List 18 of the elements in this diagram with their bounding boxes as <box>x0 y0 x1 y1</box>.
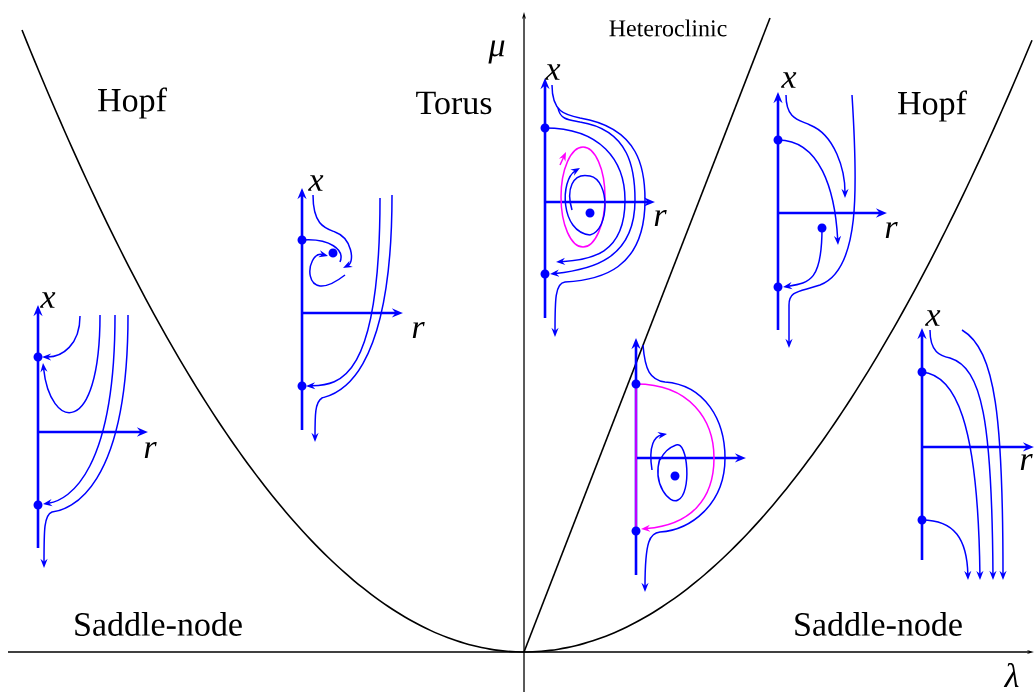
axis-label: r <box>885 222 898 238</box>
region-label: Saddle-node <box>795 612 962 636</box>
region-label: Torus <box>416 91 492 115</box>
axis-label: λ <box>1003 663 1019 687</box>
axis-label: x <box>925 310 941 326</box>
axis-label: r <box>412 322 425 338</box>
axis-label: x <box>40 292 56 308</box>
region-label: Hopf <box>898 90 967 122</box>
axis-label: x <box>308 175 324 191</box>
curve-label: Heteroclinic <box>609 19 727 37</box>
axis-label: r <box>144 442 157 458</box>
region-label: Saddle-node <box>75 612 242 636</box>
axis-label: x <box>545 64 561 80</box>
axis-label: μ <box>488 40 505 64</box>
region-label: Hopf <box>98 87 167 119</box>
axis-label: r <box>654 210 667 226</box>
axis-label: x <box>781 72 797 88</box>
axis-label: r <box>1020 454 1033 470</box>
